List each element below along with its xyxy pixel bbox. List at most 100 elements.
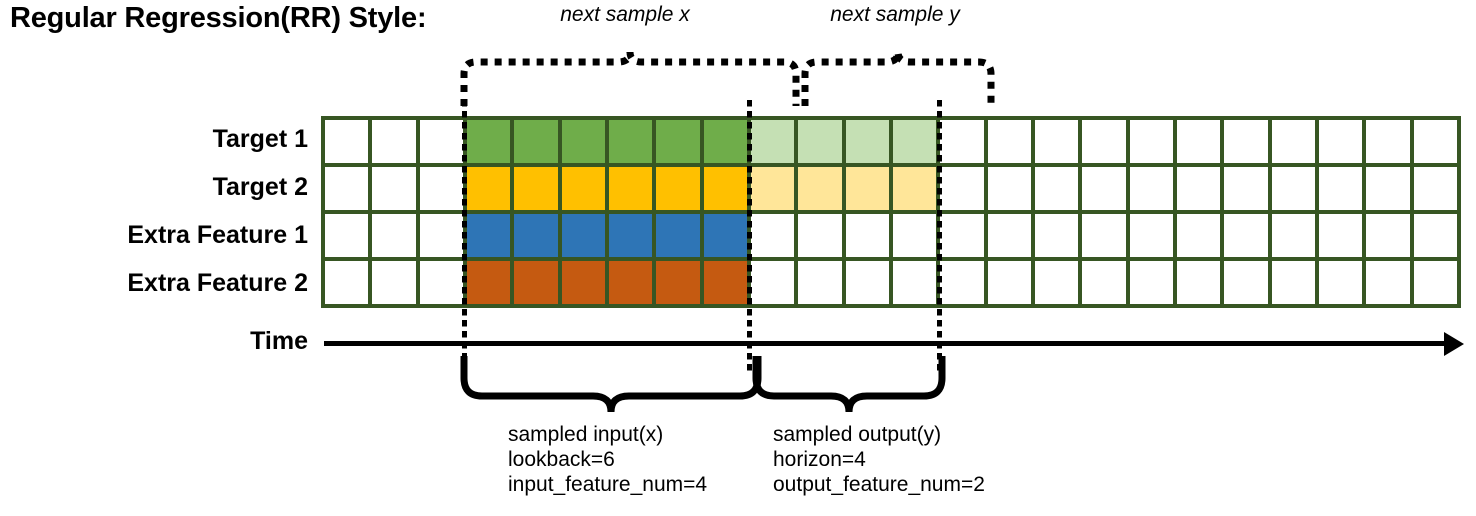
grid-cell bbox=[1413, 261, 1457, 304]
grid-cell bbox=[1224, 120, 1268, 163]
grid-cell bbox=[419, 120, 463, 163]
grid-cell bbox=[325, 261, 369, 304]
grid-cell bbox=[1034, 214, 1079, 257]
grid-cell bbox=[466, 167, 511, 210]
grid-cell bbox=[1366, 120, 1410, 163]
grid-cell bbox=[1366, 214, 1410, 257]
grid-cell bbox=[1413, 120, 1457, 163]
grid-cell bbox=[466, 214, 511, 257]
annotation-sampled-output: sampled output(y) horizon=4 output_featu… bbox=[773, 422, 985, 497]
grid-cell bbox=[1224, 261, 1268, 304]
grid-cell bbox=[656, 120, 700, 163]
grid-cell bbox=[940, 261, 984, 304]
axis-label-time: Time bbox=[250, 327, 308, 355]
grid-cell bbox=[1271, 167, 1315, 210]
grid-cell bbox=[845, 214, 889, 257]
grid-cell bbox=[1318, 167, 1363, 210]
grid-cell bbox=[325, 120, 369, 163]
grid-cell bbox=[561, 214, 605, 257]
grid-cell bbox=[1129, 261, 1173, 304]
grid-cell bbox=[466, 120, 511, 163]
grid-cell bbox=[798, 120, 842, 163]
grid-cell bbox=[608, 120, 653, 163]
grid-cell bbox=[1413, 167, 1457, 210]
bottom-brace-sampled-input bbox=[460, 356, 762, 413]
row-label-target-1: Target 1 bbox=[212, 125, 308, 153]
row-label-target-2: Target 2 bbox=[212, 173, 308, 201]
grid-cell bbox=[750, 167, 795, 210]
annotation-sampled-input-line-2: lookback=6 bbox=[508, 448, 615, 471]
grid-cell bbox=[419, 261, 463, 304]
grid-cell bbox=[892, 167, 937, 210]
grid-cell bbox=[987, 261, 1031, 304]
annotation-next-sample-x-text: next sample x bbox=[560, 3, 690, 26]
grid-cell bbox=[514, 214, 558, 257]
grid-cell bbox=[1271, 261, 1315, 304]
grid-cell bbox=[1034, 261, 1079, 304]
grid-cell bbox=[1082, 120, 1126, 163]
grid-cell bbox=[1366, 167, 1410, 210]
grid-cell bbox=[750, 261, 795, 304]
annotation-next-sample-x: next sample x bbox=[500, 3, 750, 27]
grid-cell bbox=[1082, 261, 1126, 304]
grid-cell bbox=[1176, 214, 1221, 257]
grid-cell bbox=[419, 167, 463, 210]
grid-cell bbox=[892, 120, 937, 163]
grid-cell bbox=[750, 214, 795, 257]
timeline-grid bbox=[321, 116, 1461, 308]
annotation-next-sample-y-text: next sample y bbox=[830, 3, 960, 26]
grid-cell bbox=[987, 167, 1031, 210]
grid-cell bbox=[750, 120, 795, 163]
grid-cell bbox=[1271, 120, 1315, 163]
grid-cell bbox=[419, 214, 463, 257]
time-axis-arrowhead bbox=[1444, 332, 1464, 356]
grid-cell bbox=[514, 167, 558, 210]
grid-cell bbox=[325, 167, 369, 210]
grid-cell bbox=[561, 167, 605, 210]
top-brace-next-sample-x bbox=[460, 51, 800, 106]
annotation-sampled-input-line-1: sampled input(x) bbox=[508, 423, 664, 446]
guide-line-input-end bbox=[747, 100, 752, 375]
grid-cell bbox=[325, 214, 369, 257]
grid-cell bbox=[514, 120, 558, 163]
grid-cell bbox=[845, 261, 889, 304]
time-axis-line bbox=[324, 341, 1452, 346]
grid-cell bbox=[608, 167, 653, 210]
annotation-sampled-input-line-3: input_feature_num=4 bbox=[508, 473, 708, 496]
grid-cell bbox=[372, 214, 416, 257]
grid-cell bbox=[372, 120, 416, 163]
grid-cell bbox=[608, 214, 653, 257]
guide-line-output-end bbox=[937, 100, 942, 375]
grid-cell bbox=[703, 261, 747, 304]
grid-cell bbox=[1034, 120, 1079, 163]
grid-cell bbox=[940, 120, 984, 163]
annotation-next-sample-y: next sample y bbox=[785, 3, 1005, 27]
row-label-extra-feature-2: Extra Feature 2 bbox=[127, 269, 308, 297]
grid-cell bbox=[372, 167, 416, 210]
grid-cell bbox=[940, 167, 984, 210]
grid-cell bbox=[1413, 214, 1457, 257]
grid-cell bbox=[703, 120, 747, 163]
grid-cell bbox=[703, 214, 747, 257]
grid-cell bbox=[1176, 167, 1221, 210]
grid-cell bbox=[1271, 214, 1315, 257]
grid-cell bbox=[703, 167, 747, 210]
guide-line-input-start bbox=[462, 100, 467, 375]
page-title: Regular Regression(RR) Style: bbox=[10, 2, 427, 34]
annotation-sampled-input: sampled input(x) lookback=6 input_featur… bbox=[508, 422, 707, 497]
top-brace-next-sample-y bbox=[801, 51, 995, 106]
grid-cell bbox=[798, 214, 842, 257]
grid-cell bbox=[656, 261, 700, 304]
grid-cell bbox=[1082, 214, 1126, 257]
grid-cell bbox=[798, 167, 842, 210]
grid-cell bbox=[987, 214, 1031, 257]
grid-cell bbox=[1224, 214, 1268, 257]
grid-cell bbox=[892, 214, 937, 257]
grid-cell bbox=[892, 261, 937, 304]
grid-cell bbox=[987, 120, 1031, 163]
grid-cell bbox=[1129, 167, 1173, 210]
grid-cell bbox=[1366, 261, 1410, 304]
grid-cell bbox=[845, 167, 889, 210]
grid-cell bbox=[1129, 120, 1173, 163]
